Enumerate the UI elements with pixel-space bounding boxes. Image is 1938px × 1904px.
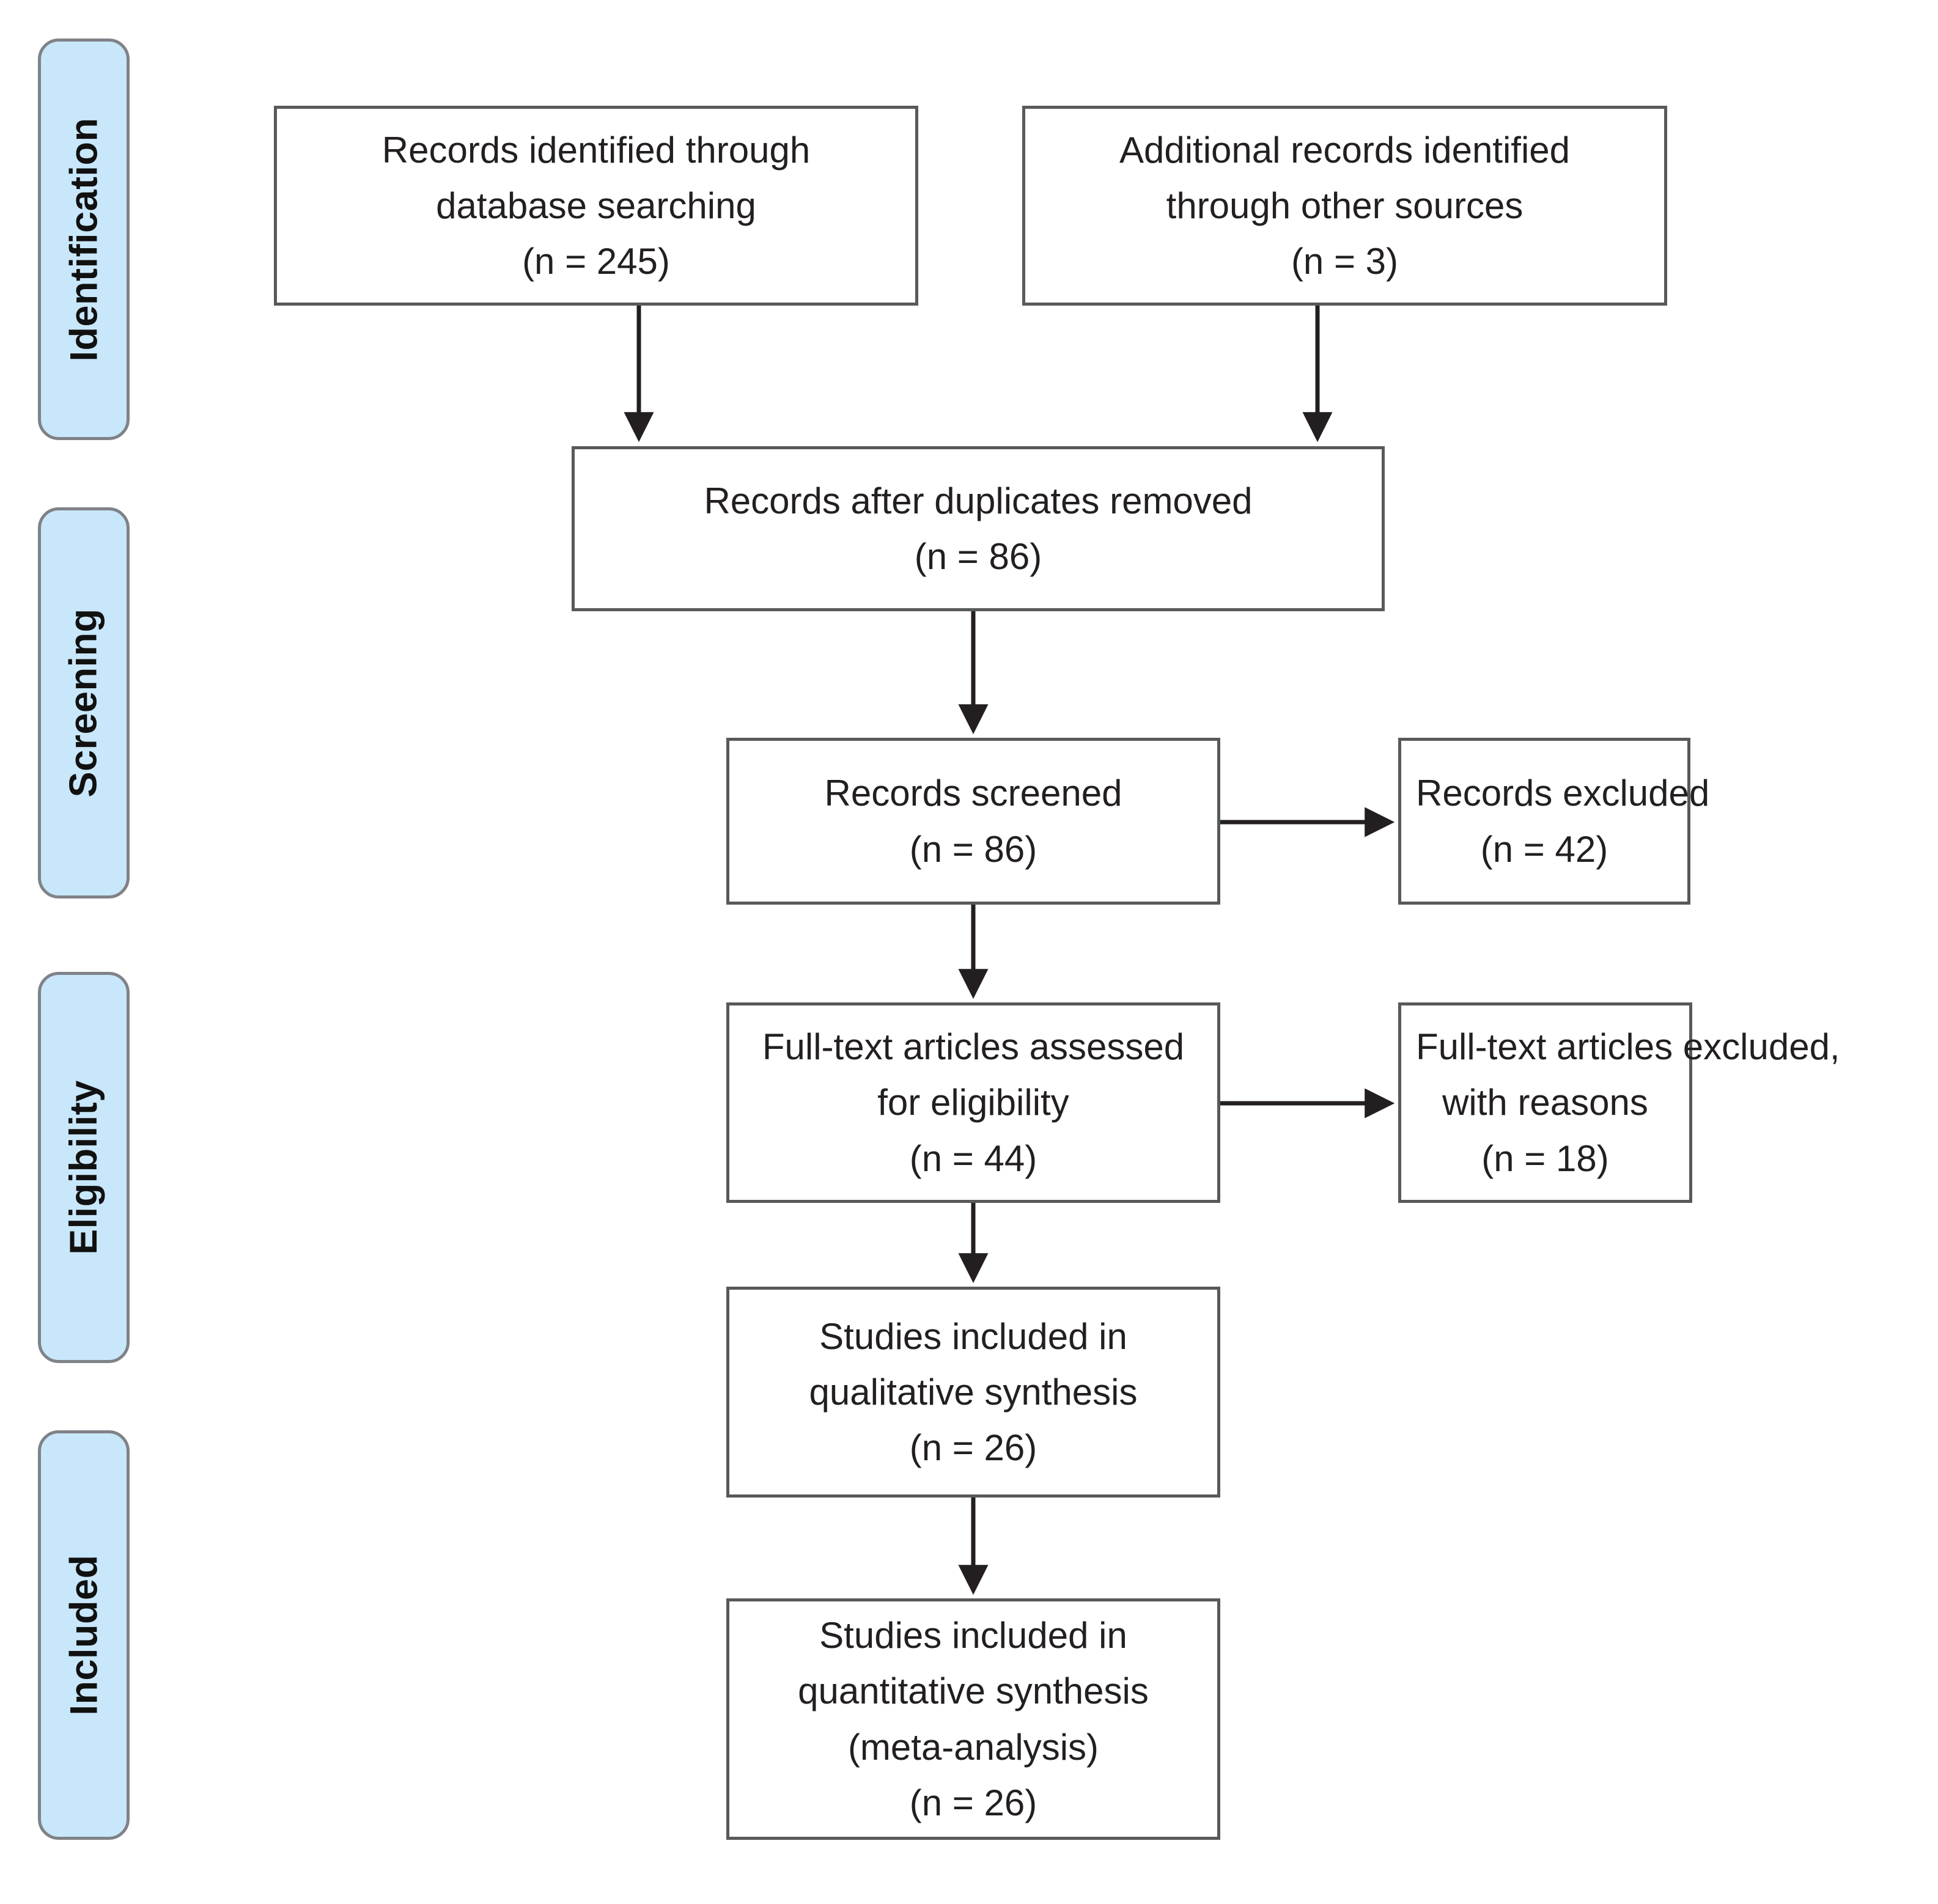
stage-label-identification: Identification bbox=[38, 39, 130, 440]
box-line: Full-text articles excluded, bbox=[1416, 1026, 1840, 1068]
box-count: (n = 42) bbox=[1480, 828, 1608, 870]
box-line: through other sources bbox=[1166, 185, 1524, 226]
box-line: (meta-analysis) bbox=[847, 1726, 1099, 1768]
box-line: Studies included in bbox=[819, 1615, 1127, 1656]
box-records-after-duplicates-removed: Records after duplicates removed (n = 86… bbox=[572, 446, 1385, 611]
box-line: Studies included in bbox=[819, 1315, 1127, 1357]
box-additional-records-other-sources: Additional records identified through ot… bbox=[1022, 106, 1667, 306]
box-records-identified-database: Records identified through database sear… bbox=[274, 106, 918, 306]
stage-label-screening-text: Screening bbox=[62, 608, 106, 798]
box-line: Full-text articles assessed bbox=[762, 1026, 1185, 1068]
box-records-screened: Records screened (n = 86) bbox=[726, 738, 1220, 905]
box-studies-quantitative-synthesis: Studies included in quantitative synthes… bbox=[726, 1598, 1220, 1840]
box-records-excluded: Records excluded (n = 42) bbox=[1398, 738, 1710, 905]
box-count: (n = 18) bbox=[1481, 1138, 1609, 1179]
box-line: with reasons bbox=[1442, 1082, 1648, 1123]
stage-label-eligibility: Eligibility bbox=[38, 972, 130, 1363]
box-line: Records screened bbox=[824, 773, 1122, 814]
box-line: for eligibility bbox=[877, 1082, 1069, 1123]
box-line: Additional records identified bbox=[1119, 129, 1571, 171]
box-count: (n = 86) bbox=[909, 828, 1037, 870]
box-count: (n = 26) bbox=[909, 1427, 1037, 1469]
box-fulltext-assessed-eligibility: Full-text articles assessed for eligibil… bbox=[726, 1002, 1220, 1203]
box-count: (n = 3) bbox=[1291, 241, 1399, 282]
box-line: database searching bbox=[436, 185, 756, 226]
box-line: qualitative synthesis bbox=[809, 1371, 1138, 1413]
stage-label-identification-text: Identification bbox=[62, 117, 105, 361]
box-count: (n = 245) bbox=[522, 241, 670, 282]
box-line: Records excluded bbox=[1416, 773, 1710, 814]
box-line: quantitative synthesis bbox=[798, 1671, 1149, 1712]
box-count: (n = 86) bbox=[914, 536, 1042, 577]
box-count: (n = 44) bbox=[909, 1138, 1037, 1179]
box-studies-qualitative-synthesis: Studies included in qualitative synthesi… bbox=[726, 1287, 1220, 1498]
stage-label-eligibility-text: Eligibility bbox=[62, 1080, 105, 1255]
box-line: Records after duplicates removed bbox=[704, 480, 1253, 521]
stage-label-included-text: Included bbox=[62, 1554, 106, 1716]
stage-label-included: Included bbox=[38, 1430, 130, 1840]
box-count: (n = 26) bbox=[909, 1782, 1037, 1823]
box-line: Records identified through bbox=[381, 129, 811, 171]
box-fulltext-excluded-with-reasons: Full-text articles excluded, with reason… bbox=[1398, 1002, 1840, 1203]
stage-label-screening: Screening bbox=[38, 507, 130, 899]
